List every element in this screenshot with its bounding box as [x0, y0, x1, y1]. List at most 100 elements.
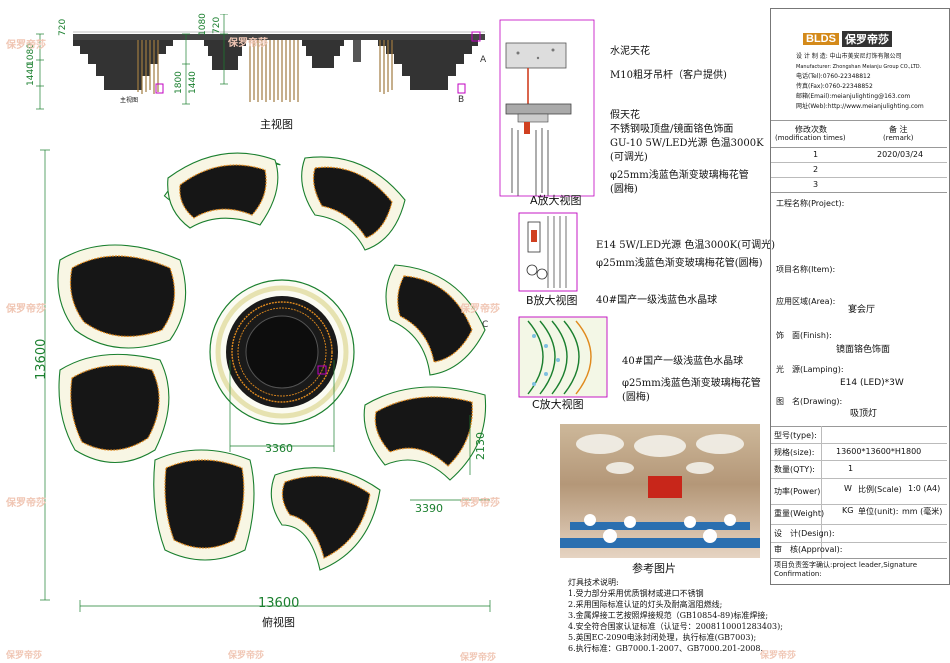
area-label: 应用区域(Area):	[776, 297, 836, 306]
watermark-text: 保罗帝莎	[460, 498, 500, 509]
dim-720-left: 720	[58, 18, 68, 36]
tech-note-5: 5.英国EC-2090电泳封闭处理，执行标准(GB7003);	[568, 633, 757, 642]
front-view-sub-label: 主视图	[120, 97, 139, 104]
tech-note-1: 1.受力部分采用优质钢材或进口不锈钢	[568, 589, 704, 598]
drawing-label: 图 名(Drawing):	[776, 397, 843, 406]
detail-b-title: B放大视图	[526, 294, 578, 307]
watermark-text: 保罗帝莎	[228, 38, 268, 49]
revision-row: 2	[771, 163, 947, 178]
dim-2130: 2130	[474, 432, 487, 460]
brand-cn: 保罗帝莎	[841, 31, 892, 47]
watermark-text: 保罗帝莎	[6, 651, 43, 661]
revision-no: 3	[813, 180, 819, 189]
lamping-value: E14 (LED)*3W	[840, 378, 904, 388]
detail-c-label-tube: φ25mm浅蓝色渐变玻璃梅花管	[622, 378, 761, 389]
revision-no: 1	[813, 150, 819, 159]
dim-1440-center: 1440	[188, 71, 198, 94]
revision-row: 1 2020/03/24	[771, 148, 947, 163]
signature-label: 项目负责签字确认:project leader,Signature Confir…	[774, 561, 946, 579]
detail-c-label-crystal: 40#国产一级浅蓝色水晶球	[622, 356, 744, 367]
revision-header: 修改次数 (modification times) 备 注 (remark)	[771, 120, 947, 148]
design-label: 设 计(Design):	[774, 529, 835, 538]
dim-1080-center: 1080	[198, 13, 208, 36]
revision-remark: 2020/03/24	[877, 150, 924, 159]
finish-label: 饰 面(Finish):	[776, 331, 832, 340]
front-view-marker-b: B	[458, 95, 465, 105]
reference-title: 参考图片	[632, 562, 676, 575]
tech-notes-title: 灯具技术说明:	[568, 578, 619, 587]
detail-a-label-plate: 不锈钢吸顶盘/镜面铬色饰面	[610, 124, 734, 135]
spec-grid-lines	[771, 426, 947, 576]
scale-label: 比例(Scale)	[858, 485, 902, 494]
detail-a-label-tube-2: (圆梅)	[610, 184, 638, 195]
qty-value: 1	[848, 464, 854, 473]
watermark-text: 保罗帝莎	[6, 498, 46, 509]
dim-13600-left: 13600	[34, 338, 49, 380]
scale-value: 1:0 (A4)	[908, 484, 941, 493]
company-line: 网址(Web):http://www.meianjulighting.com	[796, 103, 924, 110]
dim-720-center: 720	[212, 16, 222, 34]
unit-label: 单位(unit):	[858, 507, 899, 516]
detail-a-label-rod: M10粗牙吊杆（客户提供)	[610, 70, 727, 81]
dim-3390: 3390	[415, 502, 443, 515]
lamping-label: 光 源(Lamping):	[776, 365, 844, 374]
company-line: 设 计 制 造: 中山市美安尼灯饰有限公司	[796, 53, 902, 60]
brand-logo: BLDS 保罗帝莎	[803, 31, 892, 47]
top-view-title: 俯视图	[262, 616, 295, 629]
detail-b-label-crystal: 40#国产一级浅蓝色水晶球	[596, 295, 718, 306]
power-label: 功率(Power)	[774, 487, 821, 496]
dim-13600-bottom: 13600	[258, 596, 300, 611]
company-line: 传真(Fax):0760-22348852	[796, 83, 873, 90]
weight-label: 重量(Weight)	[774, 509, 825, 518]
company-line: Manufacturer: Zhongshan Meianju Group CO…	[796, 64, 922, 70]
size-value: 13600*13600*H1800	[836, 447, 922, 456]
rev-col-2: 备 注	[889, 125, 908, 134]
company-line: 邮箱(Email):meianjulighting@163.com	[796, 93, 911, 100]
detail-b-label-tube: φ25mm浅蓝色渐变玻璃梅花管(圆梅)	[596, 258, 763, 269]
tech-note-6: 6.执行标准：GB7000.1-2007、GB7000.201-2008.	[568, 644, 764, 653]
detail-b-drawing	[518, 212, 578, 292]
top-view-marker-c: C	[482, 320, 489, 330]
rev-col-1: 修改次数	[795, 125, 827, 134]
dim-1440-left: 1440	[26, 63, 36, 86]
front-view-drawing	[36, 14, 485, 110]
reference-photo	[560, 424, 760, 558]
type-label: 型号(type):	[774, 431, 817, 440]
watermark-text: 保罗帝莎	[228, 651, 265, 661]
detail-a-title: A放大视图	[530, 194, 582, 207]
finish-value: 镜面铬色饰面	[836, 345, 891, 355]
area-value: 宴会厅	[848, 305, 876, 315]
brand-en: BLDS	[803, 33, 839, 45]
signature-text: 项目负责签字确认:project leader,Signature Confir…	[774, 561, 918, 578]
front-view-title: 主视图	[260, 118, 293, 131]
dim-3360: 3360	[265, 442, 293, 455]
detail-a-label-gu10: GU-10 5W/LED光源 色温3000K	[610, 138, 764, 149]
detail-a-label-false-ceiling: 假天花	[610, 110, 640, 121]
company-info: 设 计 制 造: 中山市美安尼灯饰有限公司 Manufacturer: Zhon…	[796, 52, 924, 112]
detail-a-label-cement: 水泥天花	[610, 46, 650, 57]
size-label: 规格(size):	[774, 448, 815, 457]
project-label: 工程名称(Project):	[776, 199, 845, 208]
watermark-text: 保罗帝莎	[6, 304, 46, 315]
company-line: 电话(Tel):0760-22348812	[796, 73, 871, 80]
tech-note-3: 3.金属焊接工艺按照焊接规范（GB10854-89)标准焊接;	[568, 611, 769, 620]
revision-no: 2	[813, 165, 819, 174]
weight-unit: KG	[842, 506, 854, 515]
detail-a-label-tube: φ25mm浅蓝色渐变玻璃梅花管	[610, 170, 749, 181]
item-label: 项目名称(Item):	[776, 265, 836, 274]
detail-a-drawing	[499, 19, 595, 197]
drawing-value: 吸顶灯	[850, 409, 878, 419]
tech-note-4: 4.安全符合国家认证标准（认证号：2008110001283403);	[568, 622, 783, 631]
tech-note-2: 2.采用国际标准认证的灯头及耐高温阻燃线;	[568, 600, 723, 609]
rev-col-1-en: (modification times)	[775, 134, 846, 142]
top-view-drawing	[40, 149, 491, 612]
detail-a-label-dim: (可调光)	[610, 152, 648, 163]
power-unit: W	[844, 484, 852, 493]
qty-label: 数量(QTY):	[774, 465, 816, 474]
dim-1800-center: 1800	[174, 71, 184, 94]
detail-c-label-tube-2: (圆梅)	[622, 392, 650, 403]
revision-row: 3	[771, 178, 947, 193]
watermark-text: 保罗帝莎	[460, 653, 497, 663]
watermark-text: 保罗帝莎	[760, 651, 797, 661]
unit-value: mm (毫米)	[902, 507, 943, 516]
